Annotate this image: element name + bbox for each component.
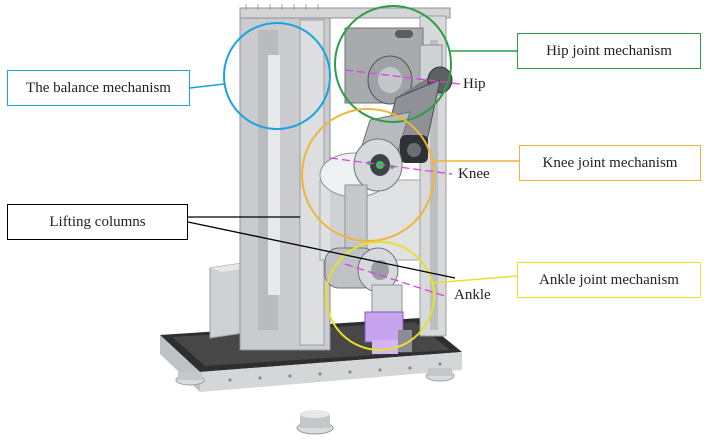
knee-label: Knee — [458, 166, 490, 182]
joint-axes — [329, 69, 461, 298]
balance-highlight-circle — [223, 22, 331, 130]
leveling-feet — [175, 368, 455, 435]
hip-highlight-circle — [334, 5, 452, 123]
hip-label: Hip — [463, 76, 486, 92]
ankle-label: Ankle — [454, 287, 491, 303]
balance-callout: The balance mechanism — [7, 70, 190, 106]
ankle-callout: Ankle joint mechanism — [517, 262, 701, 298]
ankle-leader-line — [431, 275, 518, 284]
knee-highlight-circle — [301, 108, 435, 242]
ankle-highlight-circle — [325, 241, 435, 351]
hip-callout: Hip joint mechanism — [517, 33, 701, 69]
knee-callout: Knee joint mechanism — [519, 145, 701, 181]
lifting-leader-line-2 — [187, 221, 456, 279]
balance-leader-line — [189, 83, 225, 89]
lifting-callout: Lifting columns — [7, 204, 188, 240]
ankle-mechanism-parts — [324, 247, 412, 354]
